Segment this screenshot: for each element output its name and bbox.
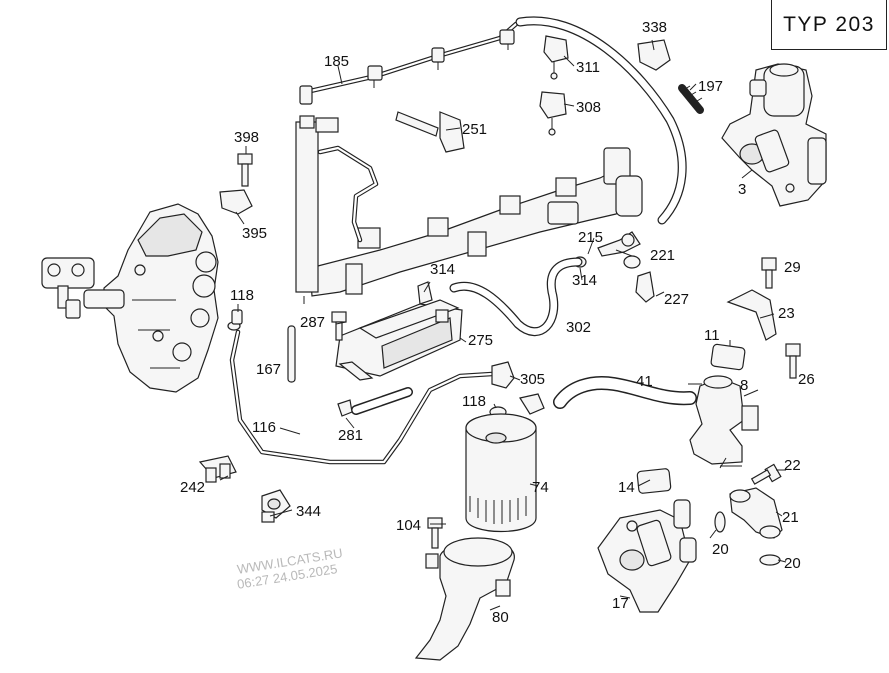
spring-197 bbox=[678, 84, 704, 114]
clip-311 bbox=[543, 35, 569, 80]
model-type-box: TYP 203 bbox=[771, 0, 887, 50]
label-398[interactable]: 398 bbox=[234, 129, 259, 146]
label-221[interactable]: 221 bbox=[650, 247, 675, 264]
bracket-23 bbox=[726, 289, 777, 341]
seal-20b bbox=[759, 554, 781, 566]
label-344[interactable]: 344 bbox=[296, 503, 321, 520]
housing-17 bbox=[597, 499, 697, 613]
gasket-14 bbox=[636, 468, 672, 494]
part-labels: 185 338 311 197 308 251 398 395 3 215 22… bbox=[180, 19, 815, 626]
bracket-338 bbox=[637, 39, 671, 71]
bolt-29 bbox=[761, 257, 777, 289]
label-281[interactable]: 281 bbox=[338, 427, 363, 444]
bolt-398 bbox=[237, 153, 253, 187]
label-21[interactable]: 21 bbox=[782, 509, 799, 526]
label-20a[interactable]: 20 bbox=[712, 541, 729, 558]
elbow-21 bbox=[729, 487, 783, 539]
label-308[interactable]: 308 bbox=[576, 99, 601, 116]
bolt-26 bbox=[785, 343, 801, 379]
label-8[interactable]: 8 bbox=[740, 377, 748, 394]
bolt-22 bbox=[750, 463, 782, 485]
label-167[interactable]: 167 bbox=[256, 361, 281, 378]
label-314b[interactable]: 314 bbox=[572, 272, 597, 289]
label-41[interactable]: 41 bbox=[636, 373, 653, 390]
label-305[interactable]: 305 bbox=[520, 371, 545, 388]
bracket-80 bbox=[414, 537, 515, 661]
label-185[interactable]: 185 bbox=[324, 53, 349, 70]
label-116[interactable]: 116 bbox=[252, 419, 276, 436]
hose-281 bbox=[337, 387, 413, 417]
label-215[interactable]: 215 bbox=[578, 229, 603, 246]
model-type-label: TYP 203 bbox=[783, 12, 875, 36]
fuel-rail bbox=[295, 115, 643, 304]
gasket-11 bbox=[710, 343, 746, 371]
pipe-167 bbox=[287, 325, 296, 383]
label-14[interactable]: 14 bbox=[618, 479, 635, 496]
label-3[interactable]: 3 bbox=[738, 181, 746, 198]
label-395[interactable]: 395 bbox=[242, 225, 267, 242]
label-80[interactable]: 80 bbox=[492, 609, 509, 626]
clip-242 bbox=[198, 455, 237, 483]
label-251[interactable]: 251 bbox=[462, 121, 487, 138]
label-287[interactable]: 287 bbox=[300, 314, 325, 331]
label-338[interactable]: 338 bbox=[642, 19, 667, 36]
label-20b[interactable]: 20 bbox=[784, 555, 801, 572]
bolt-104 bbox=[427, 517, 443, 549]
label-242[interactable]: 242 bbox=[180, 479, 205, 496]
label-23[interactable]: 23 bbox=[778, 305, 795, 322]
label-22[interactable]: 22 bbox=[784, 457, 801, 474]
clip-308 bbox=[539, 91, 567, 136]
bracket-395 bbox=[219, 189, 253, 215]
label-104[interactable]: 104 bbox=[396, 517, 421, 534]
label-11[interactable]: 11 bbox=[704, 327, 720, 344]
label-17[interactable]: 17 bbox=[612, 595, 629, 612]
label-275[interactable]: 275 bbox=[468, 332, 493, 349]
clip-344 bbox=[261, 489, 291, 523]
bolt-287 bbox=[331, 311, 347, 341]
label-118b[interactable]: 118 bbox=[462, 393, 486, 410]
bracket-275 bbox=[335, 281, 463, 381]
label-311[interactable]: 311 bbox=[576, 59, 600, 76]
label-74[interactable]: 74 bbox=[532, 479, 549, 496]
label-227[interactable]: 227 bbox=[664, 291, 689, 308]
label-29[interactable]: 29 bbox=[784, 259, 801, 276]
high-pressure-pump bbox=[41, 203, 219, 393]
cable-tie-251 bbox=[395, 111, 465, 153]
seal-20a bbox=[714, 511, 726, 533]
label-26[interactable]: 26 bbox=[798, 371, 815, 388]
label-197[interactable]: 197 bbox=[698, 78, 723, 95]
label-314a[interactable]: 314 bbox=[430, 261, 455, 278]
fuel-filter-74 bbox=[465, 413, 537, 532]
label-302[interactable]: 302 bbox=[566, 319, 591, 336]
label-118a[interactable]: 118 bbox=[230, 287, 254, 304]
leak-off-line bbox=[299, 21, 519, 105]
leader-lines bbox=[219, 39, 787, 611]
housing-8 bbox=[689, 375, 759, 465]
thermostat-housing-3 bbox=[721, 63, 827, 207]
